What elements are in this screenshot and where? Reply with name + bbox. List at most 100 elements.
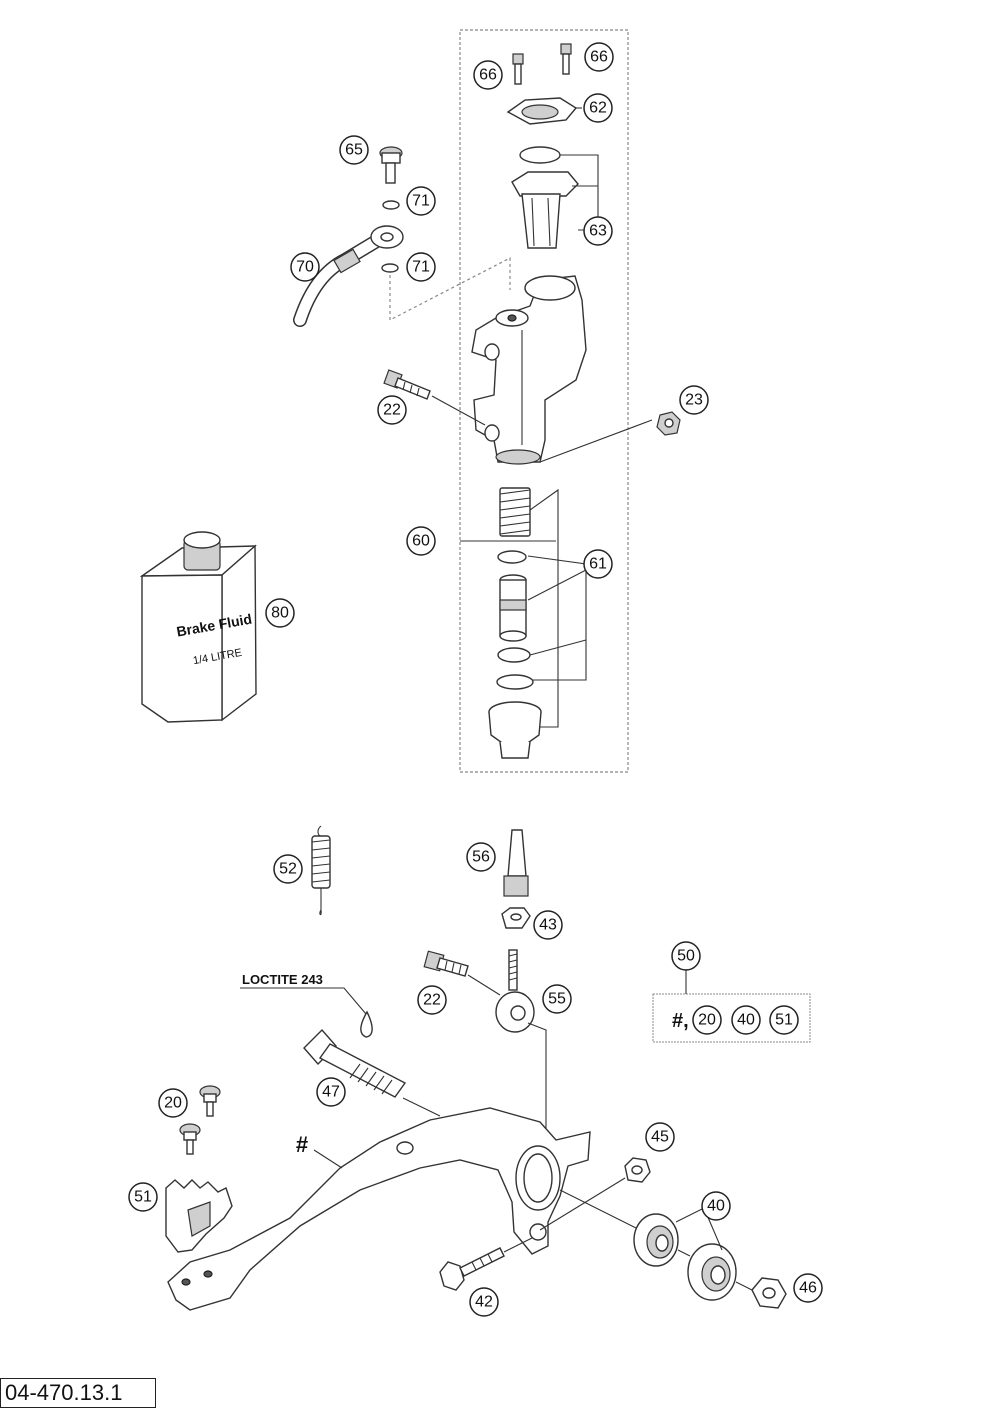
- svg-text:60: 60: [412, 533, 430, 550]
- callout-66-left: 66: [473, 60, 503, 90]
- callout-51: 51: [128, 1182, 158, 1212]
- svg-text:22: 22: [423, 992, 441, 1009]
- svg-text:43: 43: [539, 917, 557, 934]
- callout-71-upper: 71: [406, 186, 436, 216]
- kit-61-bracket: [527, 555, 587, 681]
- loctite-drop: [360, 1010, 373, 1038]
- svg-text:40: 40: [707, 1198, 725, 1215]
- svg-text:51: 51: [134, 1189, 152, 1206]
- o-ring-71-upper: [382, 200, 400, 210]
- eye-bolt-leader: [467, 974, 547, 1140]
- callout-40: 40: [701, 1191, 731, 1221]
- screw-66-right: [560, 43, 572, 75]
- svg-text:20: 20: [164, 1095, 182, 1112]
- dust-boot: [488, 701, 542, 759]
- svg-text:63: 63: [589, 223, 607, 240]
- piston-washer: [497, 647, 531, 663]
- pivot-bolt-dash: [402, 1097, 441, 1117]
- callout-80: 80: [265, 598, 295, 628]
- push-rod-56: [503, 829, 529, 897]
- master-cylinder-body: [471, 275, 587, 465]
- reservoir-cap: [506, 97, 578, 125]
- svg-text:61: 61: [589, 556, 607, 573]
- svg-text:80: 80: [271, 605, 289, 622]
- svg-text:46: 46: [799, 1280, 817, 1297]
- svg-text:52: 52: [279, 861, 297, 878]
- screw-20-upper: [199, 1085, 221, 1117]
- pedal-hash-mark: #: [296, 1132, 308, 1157]
- svg-text:40: 40: [737, 1012, 755, 1029]
- kit-item-20: 20: [692, 1005, 722, 1035]
- svg-text:20: 20: [698, 1012, 716, 1029]
- svg-text:66: 66: [479, 67, 497, 84]
- nut-45-line: [539, 1177, 626, 1231]
- callout-46: 46: [793, 1273, 823, 1303]
- callout-42: 42: [469, 1287, 499, 1317]
- callout-65: 65: [339, 135, 369, 165]
- svg-text:51: 51: [775, 1012, 793, 1029]
- bearing-40-second: [687, 1243, 737, 1301]
- svg-text:22: 22: [383, 402, 401, 419]
- return-spring: [499, 487, 531, 537]
- callout-47: 47: [316, 1077, 346, 1107]
- callout-43: 43: [533, 910, 563, 940]
- svg-text:50: 50: [677, 948, 695, 965]
- svg-text:71: 71: [412, 259, 430, 276]
- svg-text:70: 70: [296, 259, 314, 276]
- svg-text:55: 55: [548, 991, 566, 1008]
- svg-text:42: 42: [475, 1294, 493, 1311]
- kit-item-51: 51: [769, 1005, 799, 1035]
- callout-22-lower: 22: [417, 985, 447, 1015]
- callout-52: 52: [273, 854, 303, 884]
- brake-fluid-bottle: [139, 531, 257, 723]
- o-ring-71-lower: [381, 263, 399, 273]
- bolt-42-dash: [503, 1237, 533, 1253]
- nut-23: [656, 411, 681, 436]
- bearing-40-first: [633, 1213, 679, 1267]
- banjo-bolt: [379, 146, 403, 184]
- pedal-step-tip: [165, 1179, 233, 1253]
- svg-text:62: 62: [589, 100, 607, 117]
- callout-20: 20: [158, 1088, 188, 1118]
- callout-23: 23: [679, 385, 709, 415]
- loctite-label: LOCTITE 243: [242, 972, 323, 987]
- bolt-22-lower: [423, 950, 469, 977]
- bearing-axis-line: [559, 1189, 753, 1291]
- diagram-code: 04-470.13.1: [0, 1378, 156, 1408]
- brake-hose: [293, 225, 404, 327]
- circlip: [496, 674, 534, 690]
- kit-50-prefix: #,: [672, 1010, 689, 1032]
- nut-46: [751, 1277, 787, 1309]
- piston: [499, 574, 527, 642]
- callout-71-lower: 71: [406, 252, 436, 282]
- callout-70: 70: [290, 252, 320, 282]
- nut-43: [501, 907, 531, 929]
- svg-text:23: 23: [685, 392, 703, 409]
- svg-text:65: 65: [345, 142, 363, 159]
- callout-56: 56: [466, 842, 496, 872]
- callout-55: 55: [542, 984, 572, 1014]
- callout-45: 45: [645, 1122, 675, 1152]
- svg-text:47: 47: [322, 1084, 340, 1101]
- nut-23-dash: [539, 419, 653, 463]
- kit-item-40: 40: [731, 1005, 761, 1035]
- kit-60-bracket: [460, 488, 559, 728]
- callout-22-upper: 22: [377, 395, 407, 425]
- callout-60: 60: [406, 526, 436, 556]
- bolt-22-upper: [383, 369, 431, 400]
- pedal-return-spring: [311, 825, 331, 916]
- bolt-42: [439, 1247, 505, 1291]
- callout-61: 61: [583, 549, 613, 579]
- svg-text:71: 71: [412, 193, 430, 210]
- kit-61-leader-washer: [529, 639, 587, 656]
- pivot-bolt-47: [303, 1028, 407, 1098]
- nut-45: [624, 1157, 651, 1183]
- callout-50: 50: [671, 941, 701, 971]
- callout-66-right: 66: [584, 42, 614, 72]
- svg-text:66: 66: [590, 49, 608, 66]
- screw-66-left: [512, 53, 524, 85]
- bolt-22-leader-dashes: [431, 395, 486, 426]
- reservoir-seal-ring: [519, 146, 561, 164]
- pedal-hash-leader: [313, 1149, 343, 1169]
